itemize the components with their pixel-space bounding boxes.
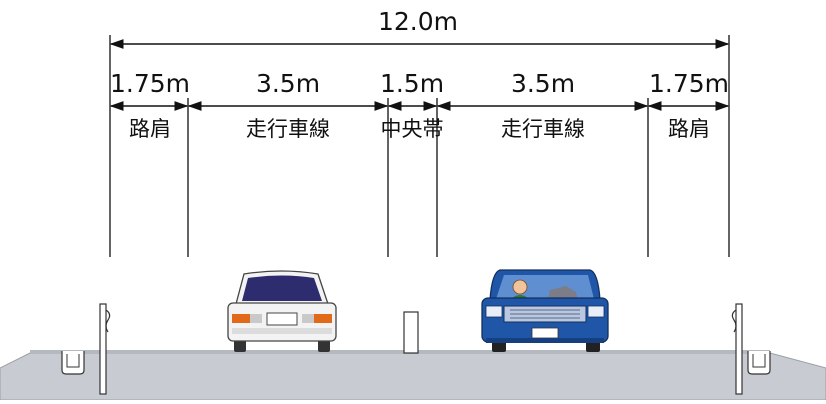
section-name-left-shoulder: 路肩 <box>129 117 171 141</box>
section-width-label-left-lane: 3.5m <box>256 69 320 98</box>
extension-lines <box>109 35 730 257</box>
right-gutter <box>747 351 771 375</box>
white-car <box>227 270 337 352</box>
right-guard-post <box>731 303 743 395</box>
section-width-label-right-shoulder: 1.75m <box>649 69 729 98</box>
blue-car <box>481 269 609 352</box>
section-name-median: 中央帯 <box>381 117 444 141</box>
section-width-label-right-lane: 3.5m <box>511 69 575 98</box>
road-top-strip <box>30 350 770 354</box>
section-name-right-lane: 走行車線 <box>501 117 585 141</box>
left-guard-post <box>99 303 111 395</box>
section-width-label-left-shoulder: 1.75m <box>110 69 190 98</box>
median-block <box>403 311 419 354</box>
section-width-label-median: 1.5m <box>380 69 444 98</box>
section-name-right-shoulder: 路肩 <box>668 117 710 141</box>
total-width-label: 12.0m <box>378 7 458 36</box>
left-gutter <box>61 351 85 375</box>
section-name-left-lane: 走行車線 <box>246 117 330 141</box>
